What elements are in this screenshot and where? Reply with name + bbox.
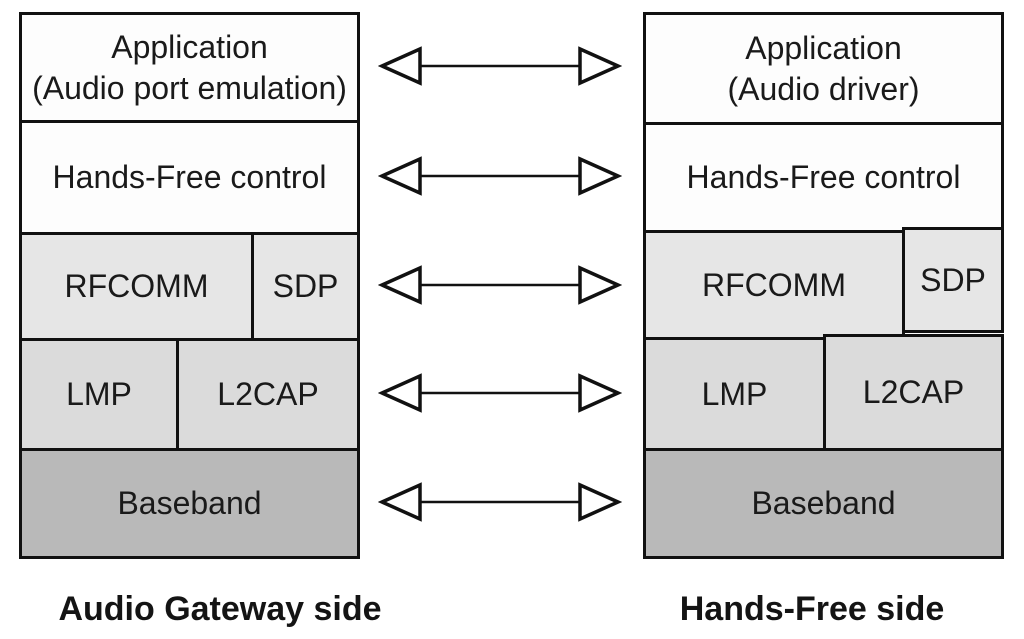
left-arrowhead-icon <box>378 265 422 305</box>
audio-gateway-hands-free-control-box: Hands-Free control <box>19 120 360 235</box>
hands-free-sdp-box: SDP <box>902 227 1004 333</box>
left-arrowhead-icon <box>378 46 422 86</box>
left-arrowhead-icon <box>378 482 422 522</box>
application-label-line2: (Audio driver) <box>727 70 920 107</box>
hands-free-lmp-box: LMP <box>643 337 826 451</box>
hands-free-control-label: Hands-Free control <box>52 159 327 196</box>
hands-free-hands-free-control-box: Hands-Free control <box>643 122 1004 233</box>
hands-free-l2cap-box: L2CAP <box>823 334 1004 451</box>
rfcomm-label: RFCOMM <box>702 266 846 303</box>
bidirectional-arrow-application-icon <box>378 46 622 86</box>
right-arrowhead-icon <box>578 265 622 305</box>
left-arrowhead-icon <box>378 156 422 196</box>
hands-free-rfcomm-box: RFCOMM <box>643 230 905 340</box>
hands-free-side-caption: Hands-Free side <box>679 590 945 628</box>
sdp-label: SDP <box>920 261 986 298</box>
hands-free-control-label: Hands-Free control <box>686 159 961 196</box>
sdp-label: SDP <box>272 268 339 305</box>
right-arrowhead-icon <box>578 482 622 522</box>
bidirectional-arrow-hands-free-control-icon <box>378 156 622 196</box>
application-label-line1: Application <box>745 29 902 66</box>
application-label-line2: (Audio port emulation) <box>32 69 347 106</box>
hands-free-application-box: Application (Audio driver) <box>643 12 1004 125</box>
baseband-label: Baseband <box>117 485 262 522</box>
bidirectional-arrow-rfcomm-icon <box>378 265 622 305</box>
bidirectional-arrow-lmp-icon <box>378 373 622 413</box>
audio-gateway-application-box: Application (Audio port emulation) <box>19 12 360 123</box>
audio-gateway-rfcomm-box: RFCOMM <box>19 232 254 341</box>
rfcomm-label: RFCOMM <box>64 268 209 305</box>
right-arrowhead-icon <box>578 373 622 413</box>
baseband-label: Baseband <box>751 485 896 522</box>
lmp-label: LMP <box>701 375 768 412</box>
l2cap-label: L2CAP <box>862 374 965 411</box>
left-arrowhead-icon <box>378 373 422 413</box>
bidirectional-arrow-baseband-icon <box>378 482 622 522</box>
l2cap-label: L2CAP <box>217 376 319 413</box>
audio-gateway-side-caption: Audio Gateway side <box>58 590 382 628</box>
right-arrowhead-icon <box>578 46 622 86</box>
hands-free-baseband-box: Baseband <box>643 448 1004 559</box>
application-label-line1: Application <box>111 28 268 65</box>
audio-gateway-baseband-box: Baseband <box>19 448 360 559</box>
audio-gateway-l2cap-box: L2CAP <box>176 338 360 451</box>
lmp-label: LMP <box>66 376 132 413</box>
audio-gateway-lmp-box: LMP <box>19 338 179 451</box>
right-arrowhead-icon <box>578 156 622 196</box>
audio-gateway-sdp-box: SDP <box>251 232 360 341</box>
